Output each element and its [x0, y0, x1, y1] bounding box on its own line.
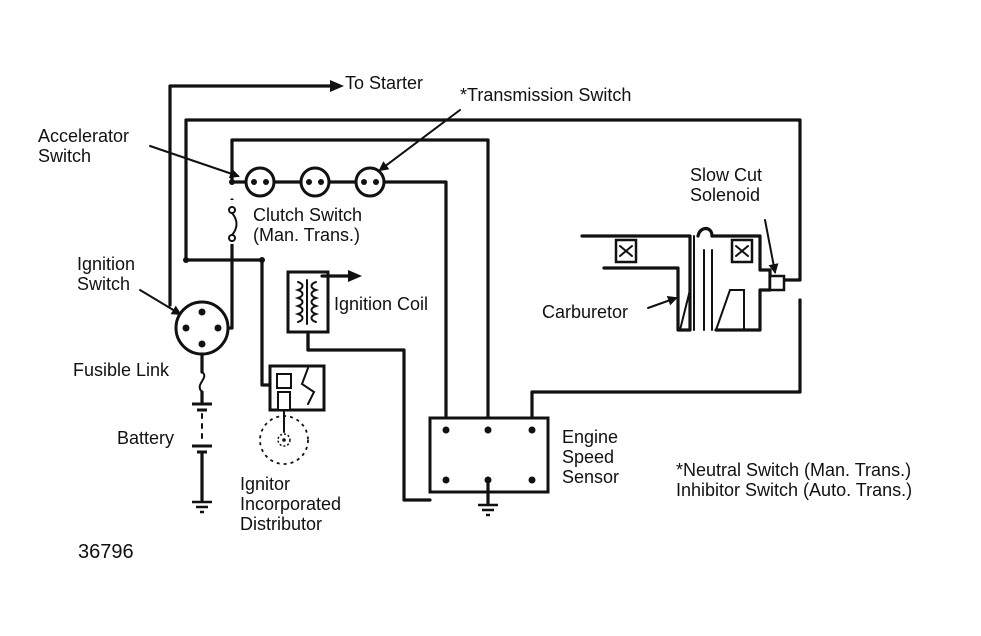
slow-cut-solenoid-label: Slow Cut Solenoid [690, 165, 763, 205]
engine-speed-sensor-label: Engine Speed Sensor [562, 427, 620, 487]
clutch-switch-label: Clutch Switch (Man. Trans.) [253, 205, 363, 245]
carburetor-label: Carburetor [542, 302, 629, 322]
solenoid-arrow [764, 219, 779, 274]
footnote-label: *Neutral Switch (Man. Trans.) Inhibitor … [676, 460, 913, 500]
fusible-link-label: Fusible Link [73, 360, 170, 380]
middle-switch [299, 166, 331, 198]
transmission-arrow [378, 109, 461, 172]
junction-dots [183, 179, 265, 263]
ignition-switch [174, 300, 230, 356]
ignition-coil [286, 270, 362, 352]
to-starter-label: To Starter [345, 73, 424, 93]
transmission-switch-label: *Transmission Switch [460, 85, 632, 105]
ignition-coil-label: Ignition Coil [334, 294, 429, 314]
to-starter-wire [168, 80, 344, 307]
battery-column [192, 352, 212, 514]
ignition-arrow [139, 289, 182, 316]
accelerator-arrow [149, 145, 240, 179]
battery-label: Battery [117, 428, 175, 448]
accelerator-switch [244, 166, 276, 198]
clutch-switch-contact [227, 200, 238, 244]
carburetor [580, 226, 786, 332]
figure-number: 36796 [78, 541, 134, 563]
transmission-switch [354, 166, 386, 198]
distributor-label: Ignitor Incorporated Distributor [240, 474, 342, 534]
engine-speed-sensor [428, 416, 550, 517]
ignitor-module [268, 364, 326, 412]
carburetor-arrow [647, 295, 678, 309]
distributor [259, 409, 309, 465]
ignition-switch-label: Ignition Switch [77, 254, 136, 294]
accelerator-switch-label: Accelerator Switch [38, 126, 130, 166]
